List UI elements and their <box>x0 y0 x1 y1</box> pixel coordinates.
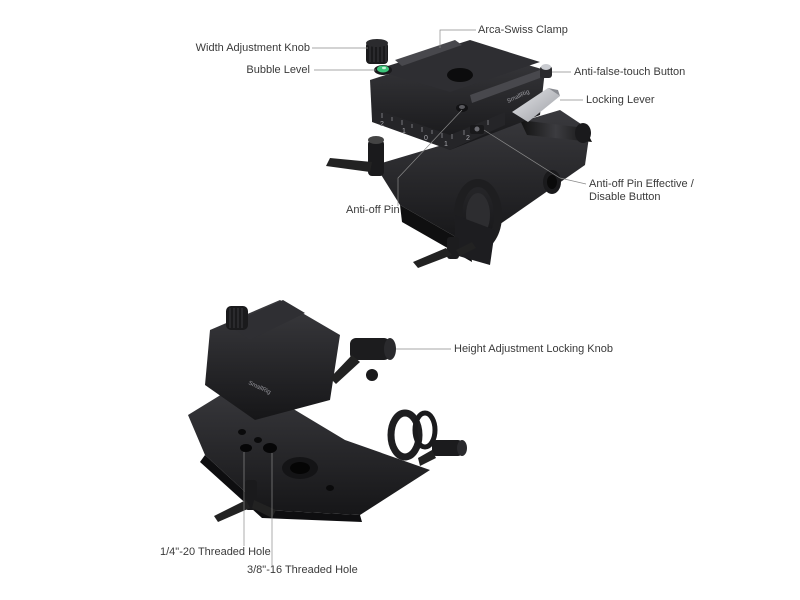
label-anti-off-pin-disable: Disable Button <box>589 191 661 203</box>
arca-clamp-jaw-right <box>470 70 540 103</box>
label-bubble-level: Bubble Level <box>246 64 310 76</box>
label-anti-false-touch-button: Anti-false-touch Button <box>574 66 686 78</box>
top-rod-rear <box>520 120 592 142</box>
top-product-view: 2 1 0 1 2 SmallRig <box>326 39 592 268</box>
clamp-scale-numbers: 2 1 0 1 2 <box>380 121 470 148</box>
scale-mark: 1 <box>402 128 406 135</box>
scale-mark: 1 <box>444 141 448 148</box>
height-adjustment-locking-knob <box>330 338 396 384</box>
bottom-base-plate-edge <box>200 455 362 522</box>
label-height-adjustment-locking-knob: Height Adjustment Locking Knob <box>454 343 613 355</box>
bottom-lower-wing-knob <box>214 480 276 522</box>
label-anti-off-pin-effective: Anti-off Pin Effective / <box>589 178 694 190</box>
bubble-level <box>374 65 392 75</box>
arca-clamp-top <box>375 40 540 92</box>
top-base-rail <box>375 110 590 245</box>
top-lower-wing-knob <box>413 237 476 268</box>
label-width-adjustment-knob: Width Adjustment Knob <box>195 42 310 54</box>
anti-false-touch-button <box>540 64 552 78</box>
label-three-eighths-16-threaded-hole: 3/8"-16 Threaded Hole <box>247 564 358 576</box>
leader-arca-clamp <box>439 29 476 48</box>
label-quarter-20-threaded-hole: 1/4"-20 Threaded Hole <box>160 546 271 558</box>
quarter-20-threaded-hole <box>240 444 252 452</box>
scale-mark: 0 <box>424 135 428 142</box>
clamp-scale-band <box>372 108 505 150</box>
clamp-scale-ticks <box>381 113 489 139</box>
scale-mark: 2 <box>466 135 470 142</box>
bottom-width-knob <box>226 306 248 330</box>
three-eighths-16-threaded-hole <box>263 443 277 453</box>
label-arca-swiss-clamp: Arca-Swiss Clamp <box>478 24 568 36</box>
leader-anti-off-pin <box>397 109 463 206</box>
bottom-rod-wing-knob <box>418 440 467 466</box>
scale-mark: 2 <box>380 121 384 128</box>
locking-lever <box>512 88 560 122</box>
label-anti-off-pin: Anti-off Pin <box>346 204 400 216</box>
leader-anti-off-pin-button <box>483 129 587 185</box>
anti-off-pin <box>456 104 468 112</box>
top-left-wing-knob <box>326 136 384 176</box>
clamp-center-hole <box>447 68 473 82</box>
anti-off-pin-toggle-button <box>470 125 484 134</box>
label-locking-lever: Locking Lever <box>586 94 655 106</box>
arca-clamp-jaw-left <box>395 40 462 66</box>
bottom-product-view: SmallRig <box>188 300 467 522</box>
width-adjustment-knob <box>366 39 388 64</box>
leader-lines <box>243 29 587 566</box>
bottom-rod-clamp-ring <box>387 409 423 461</box>
